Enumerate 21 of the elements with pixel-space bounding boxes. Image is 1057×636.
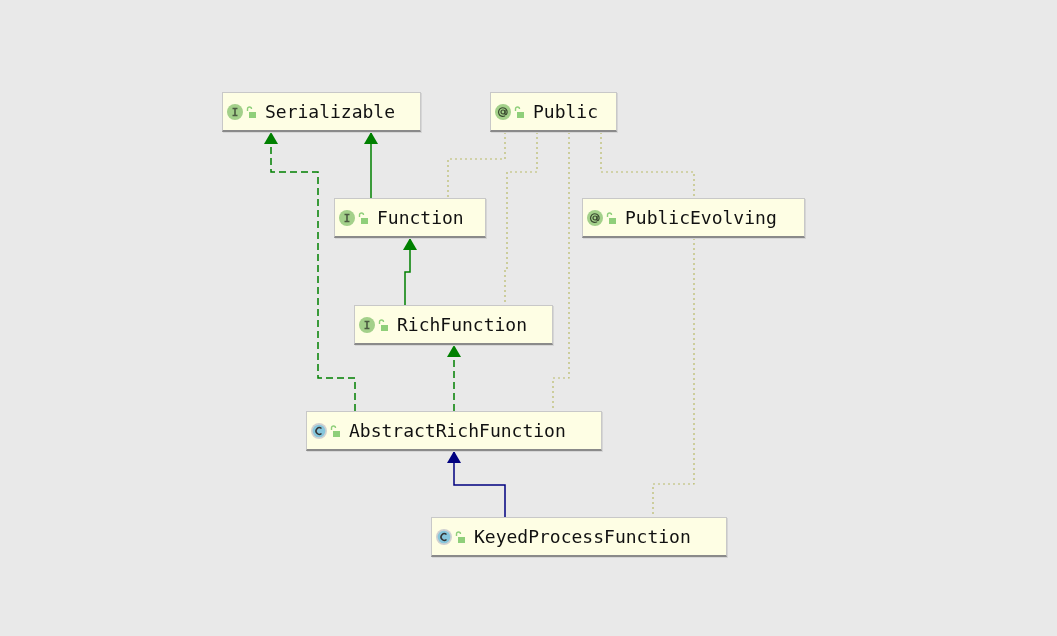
inheritance-arrow <box>403 237 417 306</box>
class-name: AbstractRichFunction <box>349 420 566 441</box>
connector-line <box>447 131 506 199</box>
connector-line <box>600 131 695 199</box>
class-name: PublicEvolving <box>625 207 777 228</box>
class-name: RichFunction <box>397 314 528 335</box>
class-box <box>354 305 553 345</box>
class-name: Function <box>377 207 464 228</box>
class-box <box>306 411 602 451</box>
inheritance-arrow <box>447 450 506 518</box>
inheritance-arrow <box>364 131 378 199</box>
class-name: Public <box>533 101 599 122</box>
inheritance-arrow <box>264 131 356 412</box>
class-box <box>222 92 421 132</box>
class-name: Serializable <box>265 101 396 122</box>
class-box <box>431 517 727 557</box>
class-name: KeyedProcessFunction <box>474 526 691 547</box>
class-box <box>490 92 617 132</box>
inheritance-arrow <box>447 344 461 412</box>
class-box <box>334 198 486 238</box>
class-box <box>582 198 805 238</box>
